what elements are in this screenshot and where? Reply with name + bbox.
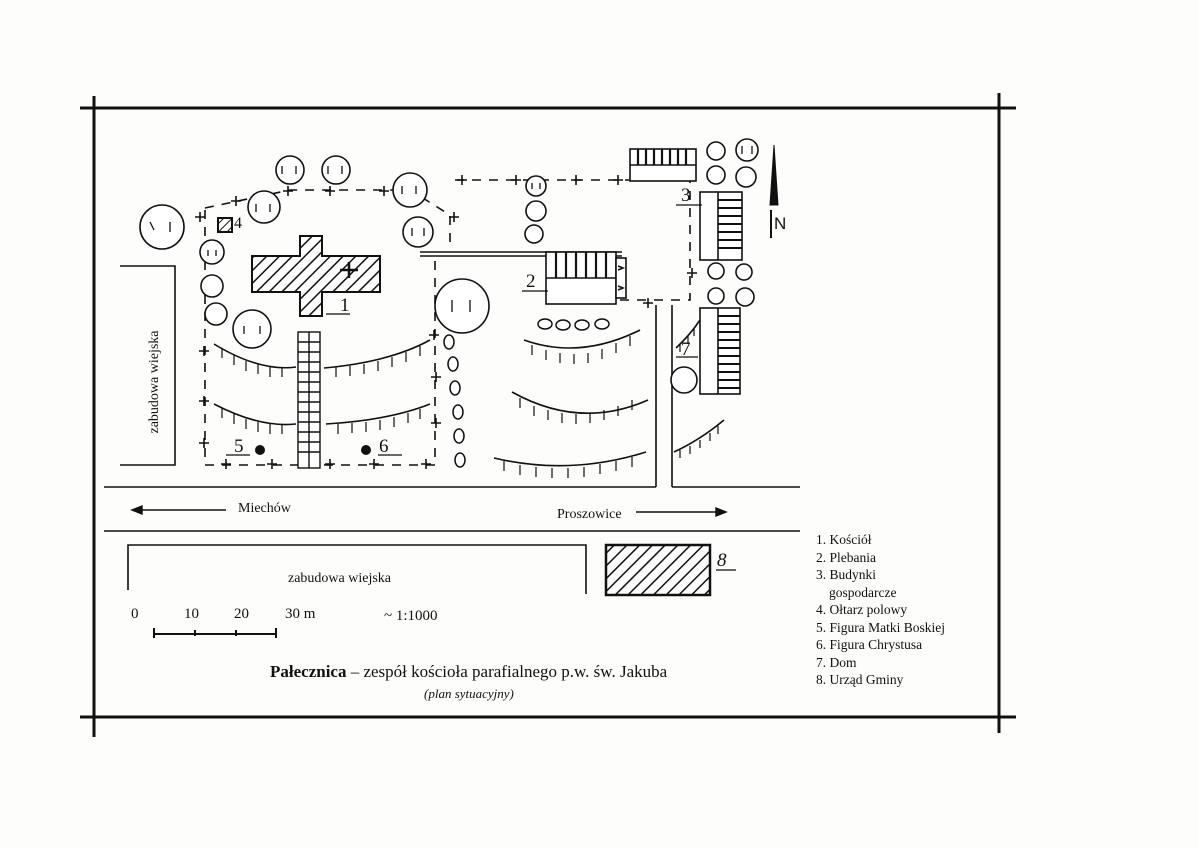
- feature-number-3: 3: [681, 185, 691, 206]
- road-label-proszowice: Proszowice: [557, 507, 622, 522]
- north-arrow-icon: [769, 144, 779, 238]
- map-frame: [80, 93, 1016, 737]
- feature-number-5: 5: [234, 436, 244, 457]
- north-label: N: [774, 214, 787, 233]
- legend-item-4: 4. Ołtarz polowy: [816, 602, 908, 617]
- scale-tick-10: 10: [184, 606, 199, 622]
- scale-tick-30m: 30 m: [285, 606, 316, 622]
- feature-number-6: 6: [379, 436, 389, 457]
- presbytery-building: [545, 251, 627, 305]
- feature-number-7: 7: [681, 339, 691, 360]
- caption-title: Pałecznica – zespół kościoła parafialneg…: [270, 662, 667, 682]
- slopes: [213, 319, 725, 467]
- feature-number-4: 4: [234, 215, 242, 232]
- house-building: [699, 307, 741, 395]
- legend-item-8: 8. Urząd Gminy: [816, 672, 904, 687]
- field-altar-symbol: [217, 217, 233, 233]
- caption-title-bold: Pałecznica: [270, 662, 347, 681]
- road-label-miechow: Miechów: [238, 501, 291, 516]
- legend-item-3: 3. Budynki: [816, 567, 877, 582]
- feature-number-2: 2: [526, 271, 536, 292]
- fence-crosses: [195, 175, 697, 469]
- slope-hachures: [221, 328, 719, 478]
- scale-ratio: ~ 1:1000: [384, 608, 438, 624]
- scale-tick-0: 0: [131, 606, 139, 622]
- shrubs: [443, 318, 610, 468]
- caption-title-rest: – zespół kościoła parafialnego p.w. św. …: [346, 662, 668, 681]
- church-stairs: [297, 331, 321, 469]
- legend-item-3-cont: gospodarcze: [829, 584, 897, 600]
- statue-virgin-mary-marker: [255, 445, 265, 455]
- scale-tick-20: 20: [234, 606, 249, 622]
- legend-item-5: 5. Figura Matki Boskiej: [816, 619, 945, 635]
- legend-item-2: 2. Plebania: [816, 549, 876, 565]
- scale-bar: [153, 628, 277, 638]
- feature-number-1: 1: [340, 295, 350, 316]
- bottom-village-label: zabudowa wiejska: [288, 571, 392, 586]
- bottom-building-block: [127, 544, 587, 594]
- trees: [139, 138, 759, 394]
- statue-christ-marker: [361, 445, 371, 455]
- legend: 1. Kościół 2. Plebania 3. Budynki gospod…: [816, 531, 945, 689]
- feature-number-8: 8: [717, 550, 727, 571]
- legend-item-1: 1. Kościół: [816, 532, 872, 547]
- legend-item-6: 6. Figura Chrystusa: [816, 637, 923, 652]
- farm-buildings: [629, 148, 743, 261]
- municipal-office-building: [604, 543, 712, 597]
- caption-subtitle: (plan sytuacyjny): [424, 686, 514, 701]
- church-building: [251, 235, 381, 317]
- road-direction-arrows: [130, 504, 728, 518]
- label-leaders: [226, 204, 736, 571]
- legend-item-7: 7. Dom: [816, 654, 857, 670]
- left-building-block: [120, 265, 176, 466]
- side-village-label: zabudowa wiejska: [147, 330, 162, 434]
- tree-details: [149, 146, 753, 334]
